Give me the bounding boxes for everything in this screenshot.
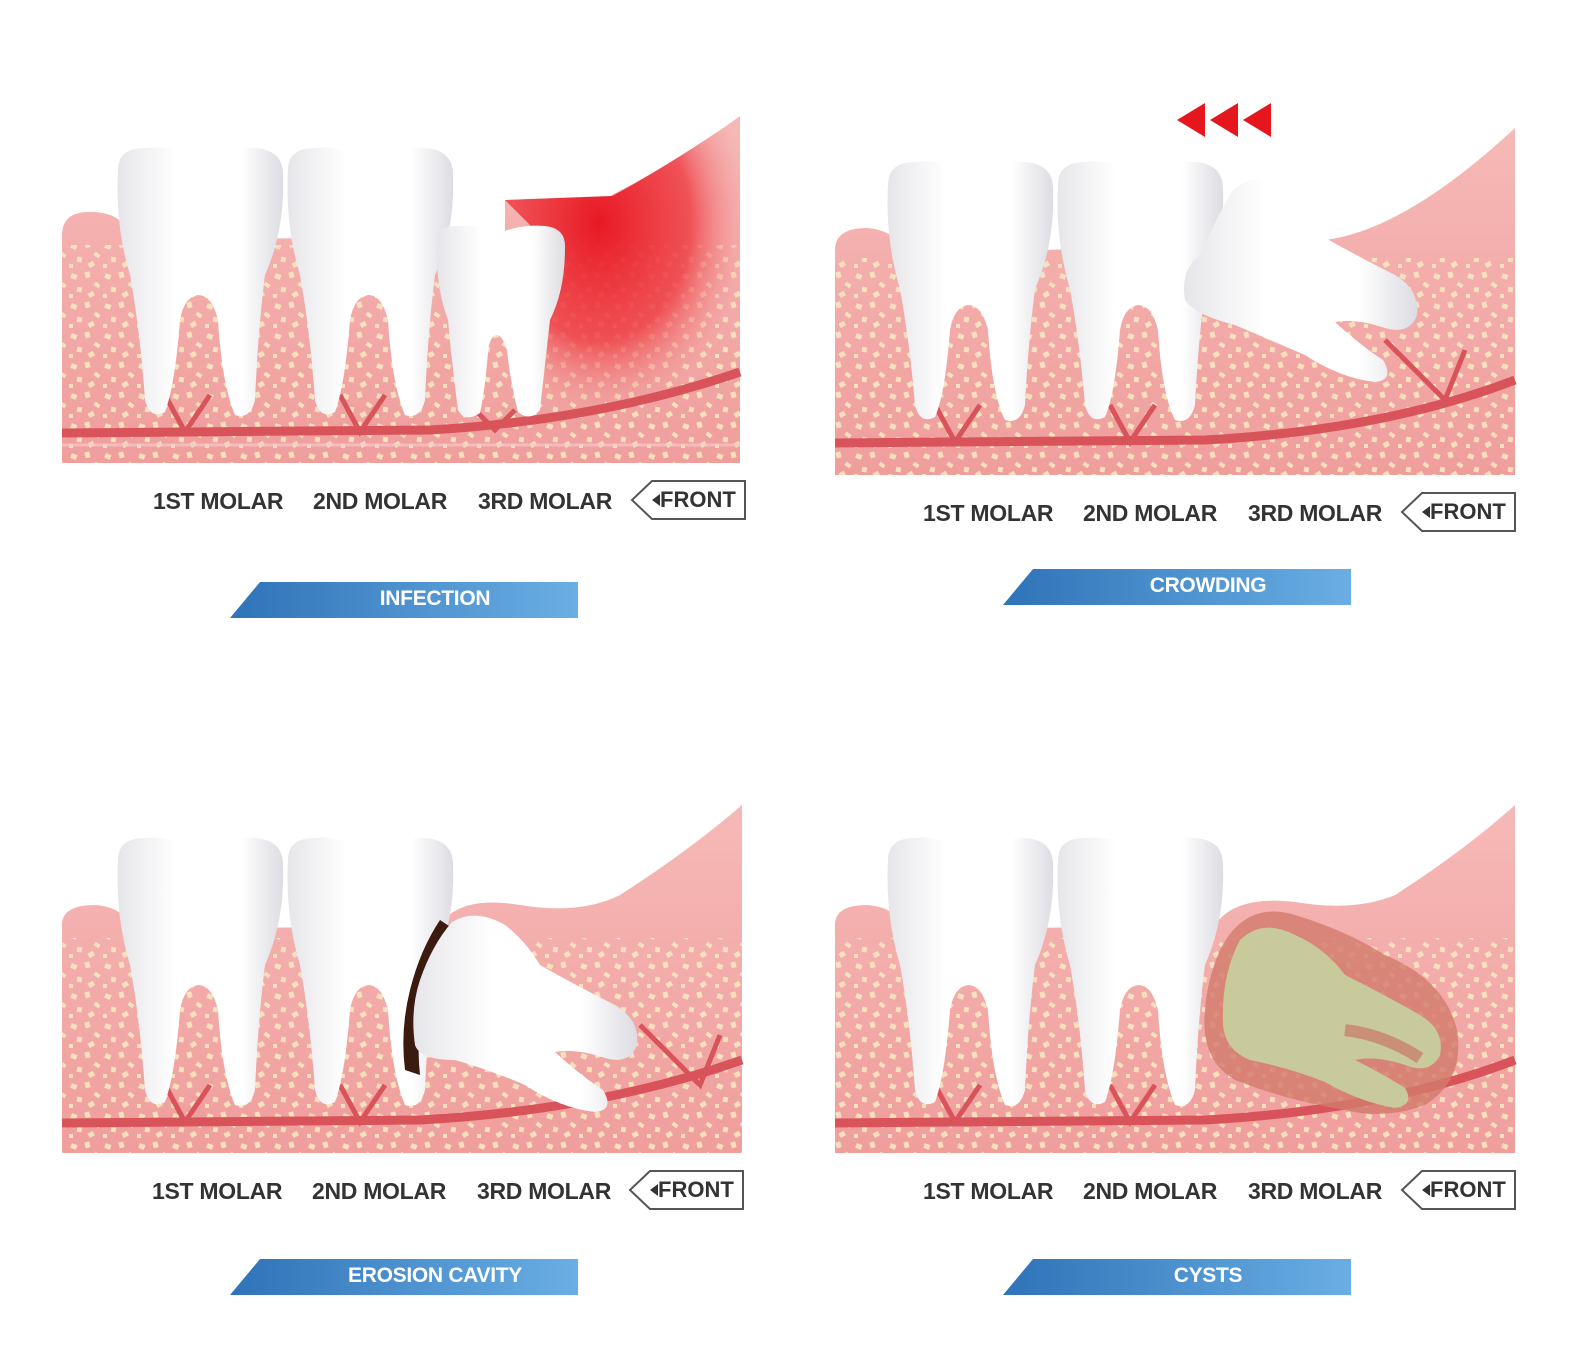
label-second-molar: 2ND MOLAR — [312, 1178, 447, 1204]
title-banner: INFECTION — [230, 580, 580, 620]
tooth-labels: 1ST MOLAR 2ND MOLAR 3RD MOLAR FRONT — [150, 1168, 760, 1218]
left-triangle-icon — [1422, 1184, 1430, 1196]
front-tag: FRONT — [628, 1168, 746, 1212]
panel-title: EROSION CAVITY — [348, 1264, 522, 1287]
title-banner: CROWDING — [1003, 567, 1353, 607]
jaw-line — [61, 367, 742, 438]
nerve-branches — [162, 1023, 723, 1127]
panel-title: CROWDING — [1149, 574, 1267, 597]
banner-shape — [1003, 569, 1351, 605]
tooth-labels: 1ST MOLAR 2ND MOLAR 3RD MOLAR FRONT — [150, 478, 760, 528]
panel-infection: 1ST MOLAR 2ND MOLAR 3RD MOLAR FRONT INFE… — [0, 0, 760, 640]
panel-erosion-cavity: 1ST MOLAR 2ND MOLAR 3RD MOLAR FRONT EROS… — [0, 690, 760, 1330]
label-third-molar: 3RD MOLAR — [477, 1178, 612, 1204]
crowding-illustration — [834, 103, 1517, 475]
title-banner: CYSTS — [1003, 1257, 1353, 1297]
front-label: FRONT — [658, 1177, 734, 1202]
front-tag-outline — [1400, 1170, 1516, 1210]
second-molar — [287, 147, 454, 416]
second-molar — [1057, 161, 1224, 421]
front-tag: FRONT — [630, 478, 748, 522]
panel-cysts: 1ST MOLAR 2ND MOLAR 3RD MOLAR FRONT CYST… — [785, 690, 1545, 1330]
banner-shape — [230, 1259, 578, 1295]
nerve-branches — [932, 1083, 1158, 1127]
cysts-illustration — [834, 805, 1517, 1153]
left-triangle-icon — [650, 1184, 658, 1196]
label-first-molar: 1ST MOLAR — [923, 1178, 1054, 1204]
left-triangle-icon — [1422, 506, 1430, 518]
front-label: FRONT — [660, 487, 736, 512]
third-molar — [436, 225, 566, 418]
banner-shape — [230, 582, 578, 618]
front-tag-outline — [1400, 492, 1516, 532]
left-triangle-icon — [652, 494, 660, 506]
crowding-arrows — [1177, 103, 1271, 137]
first-molar — [117, 837, 284, 1106]
front-tag: FRONT — [1400, 490, 1518, 534]
first-molar — [117, 147, 284, 416]
front-tag-outline — [630, 480, 746, 520]
tooth-labels: 1ST MOLAR 2ND MOLAR 3RD MOLAR FRONT — [923, 1168, 1545, 1218]
cyst-tooth — [1222, 927, 1441, 1108]
panel-title: CYSTS — [1173, 1264, 1243, 1287]
label-first-molar: 1ST MOLAR — [153, 488, 284, 514]
jaw-line — [834, 375, 1517, 448]
nerve-branches — [162, 393, 517, 437]
front-label: FRONT — [1430, 1177, 1506, 1202]
label-second-molar: 2ND MOLAR — [313, 488, 448, 514]
label-first-molar: 1ST MOLAR — [152, 1178, 283, 1204]
title-banner: EROSION CAVITY — [230, 1257, 580, 1297]
nerve-branches — [932, 338, 1468, 447]
front-tag-outline — [628, 1170, 744, 1210]
label-second-molar: 2ND MOLAR — [1083, 1178, 1218, 1204]
second-molar — [1057, 837, 1224, 1106]
infection-area — [505, 116, 740, 420]
panel-crowding: 1ST MOLAR 2ND MOLAR 3RD MOLAR FRONT CROW… — [785, 0, 1545, 640]
label-third-molar: 3RD MOLAR — [478, 488, 613, 514]
erosion-cavity-illustration — [61, 805, 744, 1153]
front-label: FRONT — [1430, 499, 1506, 524]
third-molar-tilted — [1184, 180, 1418, 382]
label-third-molar: 3RD MOLAR — [1248, 500, 1383, 526]
label-third-molar: 3RD MOLAR — [1248, 1178, 1383, 1204]
third-molar-tilted — [413, 915, 638, 1112]
banner-shape — [1003, 1259, 1351, 1295]
label-second-molar: 2ND MOLAR — [1083, 500, 1218, 526]
infection-illustration — [61, 116, 742, 463]
first-molar — [887, 837, 1054, 1106]
front-tag: FRONT — [1400, 1168, 1518, 1212]
panel-title: INFECTION — [379, 587, 491, 610]
cyst-root-line — [1344, 1024, 1424, 1064]
tooth-labels: 1ST MOLAR 2ND MOLAR 3RD MOLAR FRONT — [923, 490, 1545, 540]
label-first-molar: 1ST MOLAR — [923, 500, 1054, 526]
first-molar — [887, 161, 1054, 421]
